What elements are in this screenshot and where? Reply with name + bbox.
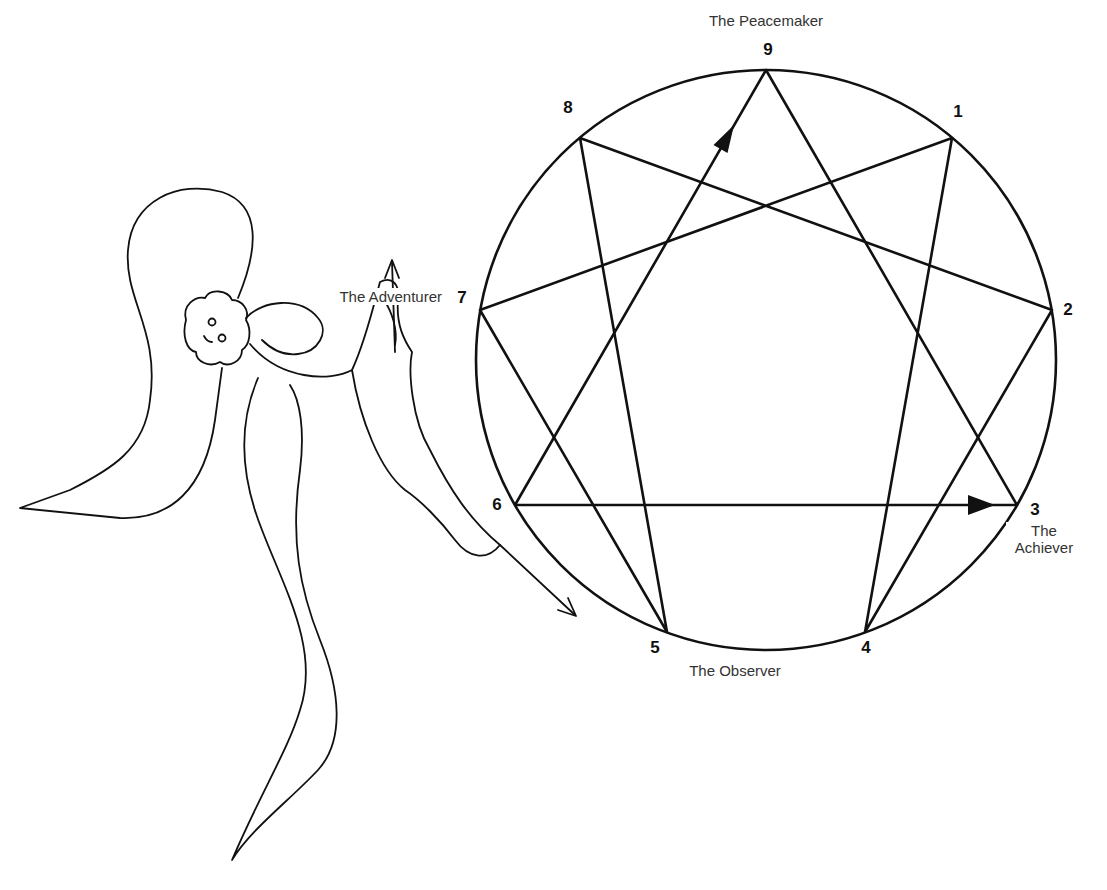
motion-arrow-head (558, 598, 576, 616)
arrow-head (968, 495, 995, 515)
figure-eye (219, 335, 226, 342)
motion-arrow (500, 545, 575, 615)
inner-hexad (480, 138, 1052, 632)
vertex-number: 3 (1028, 500, 1041, 520)
type-name: The Peacemaker (707, 12, 825, 29)
vertex-number: 9 (761, 40, 774, 60)
figure-body (250, 280, 500, 556)
vertex-number: 7 (455, 288, 468, 308)
figure-arm (246, 303, 323, 354)
enneagram-circle (476, 70, 1056, 650)
figure-eye (209, 319, 216, 326)
figure-head (184, 291, 249, 364)
type-name: The Observer (687, 662, 783, 679)
arrow-head (714, 125, 735, 153)
cartoon-figure (20, 189, 576, 860)
motion-arrow-head (385, 260, 399, 278)
vertex-number: 4 (859, 638, 872, 658)
vertex-number: 8 (561, 98, 574, 118)
vertex-number: 2 (1061, 300, 1074, 320)
upper-wing (20, 189, 253, 518)
motion-arrow (392, 262, 395, 352)
inner-triangle (515, 70, 1017, 505)
type-name: The Achiever (1006, 522, 1082, 557)
figure-mouth (204, 336, 212, 342)
vertex-number: 1 (951, 102, 964, 122)
vertex-number: 6 (490, 495, 503, 515)
vertex-number: 5 (648, 638, 661, 658)
type-name: The Adventurer (337, 288, 444, 305)
lower-wing (232, 378, 337, 860)
